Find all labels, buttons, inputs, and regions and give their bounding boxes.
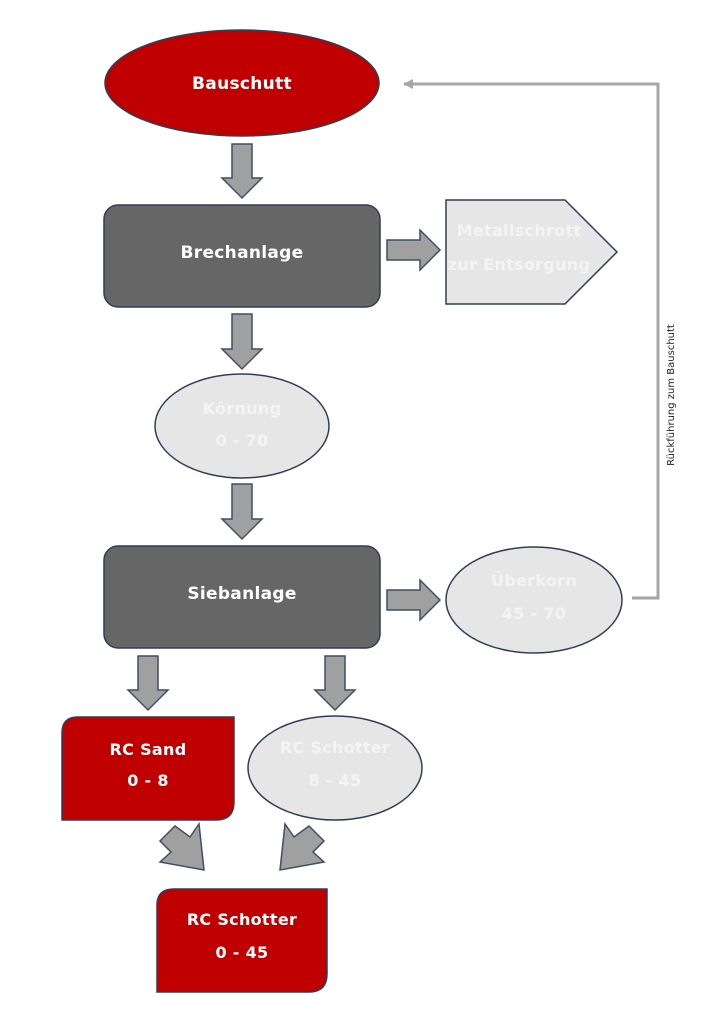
rc-sand-label-line1: RC Sand — [110, 740, 187, 759]
koernung-label-line2: 0 - 70 — [216, 431, 269, 450]
feedback-label: Rückführung zum Bauschutt — [666, 324, 677, 466]
node-brechanlage: Brechanlage — [103, 204, 381, 308]
arrow-brechanlage-koernung — [220, 313, 264, 371]
koernung-shape — [154, 373, 330, 479]
arrow-bauschutt-brechanlage — [220, 143, 264, 200]
rc-schotter-0-45-label-line2: 0 - 45 — [216, 943, 269, 962]
bauschutt-label: Bauschutt — [192, 74, 292, 94]
metallschrott-label-line2: zur Entsorgung — [448, 255, 590, 274]
arrow-siebanlage-rc-sand — [126, 655, 170, 712]
rc-schotter-8-45-shape — [247, 715, 423, 821]
rc-sand-label-line2: 0 - 8 — [127, 771, 169, 790]
node-siebanlage: Siebanlage — [103, 545, 381, 649]
node-rc-schotter-8-45: RC Schotter 8 - 45 — [247, 715, 423, 821]
rc-schotter-0-45-shape — [156, 888, 328, 993]
node-rc-sand: RC Sand 0 - 8 — [61, 716, 235, 821]
rc-schotter-8-45-label-line1: RC Schotter — [280, 738, 390, 757]
siebanlage-shape — [103, 545, 381, 649]
node-bauschutt: Bauschutt — [104, 29, 380, 137]
feedback-line — [403, 79, 660, 600]
arrow-siebanlage-ueberkorn — [386, 578, 442, 622]
node-koernung: Körnung 0 - 70 — [154, 373, 330, 479]
ueberkorn-label-line1: Überkorn — [491, 571, 577, 590]
arrow-rc-sand-rc-schotter-0-45 — [158, 821, 205, 871]
bauschutt-shape — [104, 29, 380, 137]
feedback-loop: Rückführung zum Bauschutt — [403, 79, 677, 600]
arrow-brechanlage-metallschrott — [386, 228, 442, 272]
node-ueberkorn: Überkorn 45 - 70 — [445, 546, 623, 654]
brechanlage-label: Brechanlage — [181, 243, 304, 263]
rc-sand-shape — [61, 716, 235, 821]
rc-schotter-0-45-label-line1: RC Schotter — [187, 910, 297, 929]
node-metallschrott: Metallschrott zur Entsorgung — [445, 199, 619, 305]
koernung-label-line1: Körnung — [203, 399, 282, 418]
node-rc-schotter-0-45: RC Schotter 0 - 45 — [156, 888, 328, 993]
arrow-koernung-siebanlage — [220, 483, 264, 541]
metallschrott-label-line1: Metallschrott — [457, 221, 582, 240]
rc-schotter-8-45-label-line2: 8 - 45 — [309, 771, 362, 790]
metallschrott-shape — [445, 199, 619, 305]
siebanlage-label: Siebanlage — [187, 584, 296, 604]
arrow-rc-schotter-8-45-rc-schotter-0-45 — [279, 821, 326, 871]
ueberkorn-shape — [445, 546, 623, 654]
brechanlage-shape — [103, 204, 381, 308]
ueberkorn-label-line2: 45 - 70 — [502, 604, 566, 623]
arrow-siebanlage-rc-schotter-8-45 — [313, 655, 357, 712]
